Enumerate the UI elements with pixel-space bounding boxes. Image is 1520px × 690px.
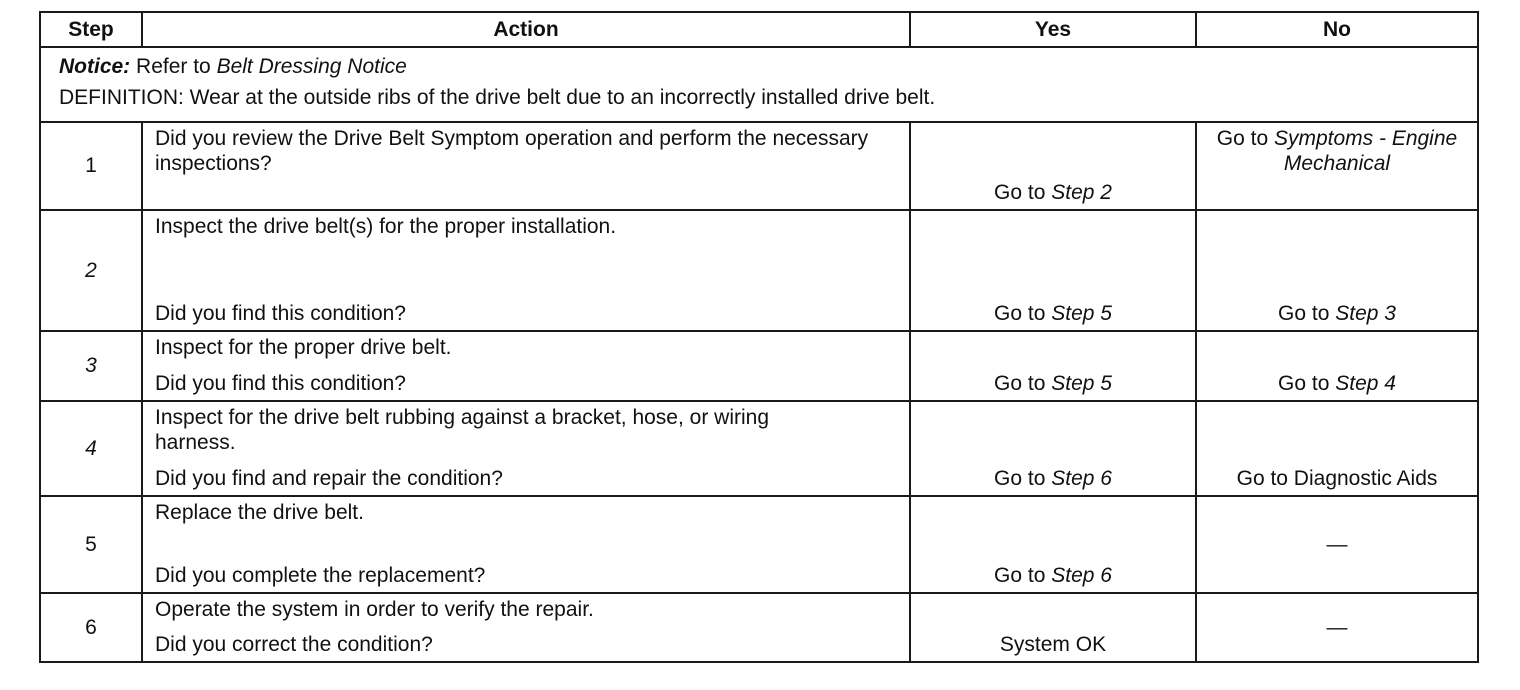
no-text: Go to Diagnostic Aids	[1236, 467, 1438, 490]
header-no: No	[1195, 11, 1479, 48]
step-number: 1	[39, 121, 143, 211]
notice-reference: Belt Dressing Notice	[216, 55, 407, 78]
notice-label: Notice:	[59, 55, 131, 78]
question-text: Did you correct the condition?	[155, 633, 433, 656]
yes-cell: Go to Step 5	[909, 330, 1197, 402]
no-step-link: Step 4	[1335, 372, 1396, 395]
step-number: 5	[39, 495, 143, 594]
table-row: 1 Did you review the Drive Belt Symptom …	[39, 121, 1479, 211]
no-prefix: Go to	[1278, 302, 1336, 325]
no-text: —	[1326, 615, 1348, 639]
no-prefix: Go to	[1278, 372, 1336, 395]
step-number: 3	[39, 330, 143, 402]
no-cell: Go to Diagnostic Aids	[1195, 400, 1479, 497]
action-cell: Did you review the Drive Belt Symptom op…	[141, 121, 911, 211]
notice-cell: Notice: Refer to Belt Dressing Notice DE…	[39, 46, 1479, 123]
notice-text: Refer to	[130, 55, 217, 78]
yes-prefix: Go to	[994, 467, 1052, 490]
action-text: Inspect for the proper drive belt.	[155, 336, 452, 359]
notice-row: Notice: Refer to Belt Dressing Notice DE…	[39, 46, 1479, 123]
yes-prefix: Go to	[994, 302, 1052, 325]
action-cell: Replace the drive belt. Did you complete…	[141, 495, 911, 594]
yes-cell: Go to Step 6	[909, 495, 1197, 594]
yes-cell: Go to Step 2	[909, 121, 1197, 211]
question-text: Did you complete the replacement?	[155, 564, 486, 587]
action-text: Operate the system in order to verify th…	[155, 598, 594, 621]
notice-line: Notice: Refer to Belt Dressing Notice	[59, 51, 1477, 82]
step-number: 4	[39, 400, 143, 497]
definition-text: DEFINITION: Wear at the outside ribs of …	[59, 86, 936, 109]
action-cell: Inspect the drive belt(s) for the proper…	[141, 209, 911, 332]
question-text: Did you find this condition?	[155, 372, 406, 395]
no-step-link: Step 3	[1335, 302, 1396, 325]
no-cell: —	[1195, 592, 1479, 663]
yes-step-link: Step 2	[1051, 181, 1112, 204]
yes-step-link: Step 5	[1051, 372, 1112, 395]
question-text: Did you find this condition?	[155, 302, 406, 325]
yes-text: System OK	[999, 633, 1107, 656]
header-row: Step Action Yes No	[39, 11, 1479, 48]
yes-step-link: Step 5	[1051, 302, 1112, 325]
step-number: 2	[39, 209, 143, 332]
header-step: Step	[39, 11, 143, 48]
no-prefix: Go to	[1216, 127, 1274, 150]
table-row: 5 Replace the drive belt. Did you comple…	[39, 495, 1479, 594]
action-cell: Inspect for the drive belt rubbing again…	[141, 400, 911, 497]
yes-step-link: Step 6	[1051, 467, 1112, 490]
table-row: 4 Inspect for the drive belt rubbing aga…	[39, 400, 1479, 497]
yes-prefix: Go to	[994, 372, 1052, 395]
yes-prefix: Go to	[994, 564, 1052, 587]
table-row: 6 Operate the system in order to verify …	[39, 592, 1479, 663]
header-yes: Yes	[909, 11, 1197, 48]
no-cell: Go to Symptoms - Engine Mechanical	[1195, 121, 1479, 211]
action-text: Replace the drive belt.	[155, 501, 364, 524]
action-cell: Operate the system in order to verify th…	[141, 592, 911, 663]
no-cell: Go to Step 4	[1195, 330, 1479, 402]
no-text: —	[1326, 532, 1348, 556]
diagnostic-table: Step Action Yes No Notice: Refer to Belt…	[39, 11, 1479, 663]
yes-cell: Go to Step 6	[909, 400, 1197, 497]
action-cell: Inspect for the proper drive belt. Did y…	[141, 330, 911, 402]
table-row: 2 Inspect the drive belt(s) for the prop…	[39, 209, 1479, 332]
step-number: 6	[39, 592, 143, 663]
yes-prefix: Go to	[994, 181, 1052, 204]
yes-cell: System OK	[909, 592, 1197, 663]
table-row: 3 Inspect for the proper drive belt. Did…	[39, 330, 1479, 402]
header-action: Action	[141, 11, 911, 48]
action-text: Inspect for the drive belt rubbing again…	[155, 406, 770, 454]
action-text: Did you review the Drive Belt Symptom op…	[155, 127, 869, 175]
no-step-link: Symptoms - Engine Mechanical	[1273, 127, 1458, 175]
yes-step-link: Step 6	[1051, 564, 1112, 587]
no-cell: Go to Step 3	[1195, 209, 1479, 332]
no-cell: —	[1195, 495, 1479, 594]
question-text: Did you find and repair the condition?	[155, 467, 503, 490]
action-text: Inspect the drive belt(s) for the proper…	[155, 215, 617, 238]
yes-cell: Go to Step 5	[909, 209, 1197, 332]
